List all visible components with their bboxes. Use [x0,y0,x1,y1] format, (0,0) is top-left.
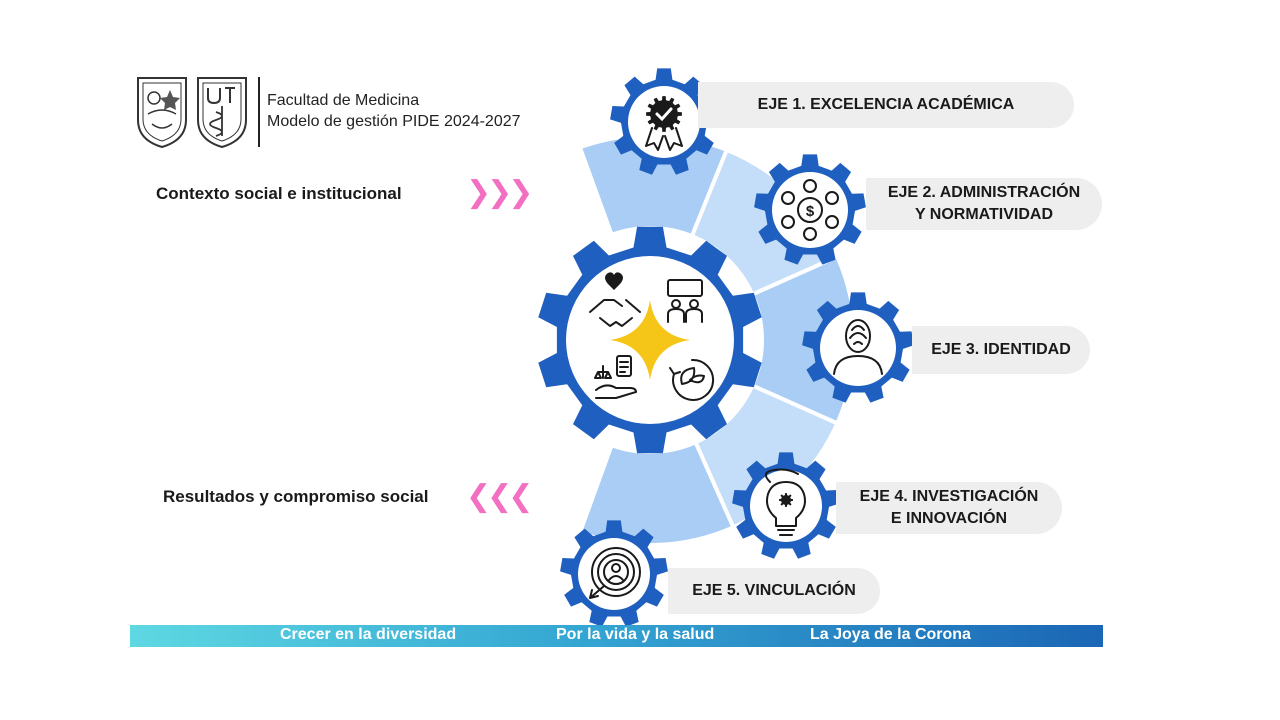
axis-4-label-line2: E INNOVACIÓN [890,510,1008,527]
axis-3-pill: EJE 3. IDENTIDAD [912,326,1090,374]
axis-3-gear-hub [820,310,896,386]
icons-layer: $ [589,96,883,599]
footer-item-1: Crecer en la diversidad [280,626,457,643]
star-icon [610,300,690,380]
axis-5-gear [560,520,668,627]
fingerprint-person-icon [833,319,883,375]
axis-4-pill: EJE 4. INVESTIGACIÓN E INNOVACIÓN [836,482,1062,534]
header-line1: Facultad de Medicina [267,92,420,109]
axis-3-label: EJE 3. IDENTIDAD [931,341,1071,358]
axis-5-pill: EJE 5. VINCULACIÓN [668,568,880,614]
puzzle-people-icon [667,279,703,323]
uaq-seal-logo [134,74,190,150]
justice-checklist-icon [594,355,637,399]
target-person-icon [589,547,641,599]
axis-3-gear [802,292,914,403]
chevrons-left-icon: ❮❮❮ [466,480,533,513]
footer-item-3: La Joya de la Corona [810,626,971,643]
results-label: Resultados y compromiso social [163,487,429,506]
header: Facultad de Medicina Modelo de gestión P… [134,74,564,154]
svg-text:$: $ [806,203,815,220]
axis-2-label-line1: EJE 2. ADMINISTRACIÓN [887,184,1081,201]
header-divider [258,77,260,147]
axis-5-label: EJE 5. VINCULACIÓN [692,582,856,599]
header-title: Facultad de Medicina Modelo de gestión P… [267,90,521,132]
heart-handshake-icon [589,272,641,327]
axis-4-label-line1: EJE 4. INVESTIGACIÓN [859,488,1039,505]
lightbulb-gear-icon [764,468,806,536]
axis-1-pill: EJE 1. EXCELENCIA ACADÉMICA [698,82,1074,128]
award-badge-icon [645,96,683,151]
finance-network-icon: $ [781,179,839,241]
chevrons-right-icon: ❯❯❯ [466,176,533,209]
sustainability-leaf-icon [669,358,715,401]
axis-1-label: EJE 1. EXCELENCIA ACADÉMICA [757,96,1015,113]
axis-2-gear-hub [772,172,848,248]
footer-item-2: Por la vida y la salud [556,626,715,643]
medicine-seal-logo [194,74,250,150]
header-line2: Modelo de gestión PIDE 2024-2027 [267,113,521,130]
axis-2-pill: EJE 2. ADMINISTRACIÓN Y NORMATIVIDAD [866,178,1102,230]
axis-2-gear [754,154,866,265]
context-label: Contexto social e institucional [156,184,402,203]
footer-bar: Crecer en la diversidad Por la vida y la… [130,625,1103,647]
axis-2-label-line2: Y NORMATIVIDAD [914,206,1054,223]
